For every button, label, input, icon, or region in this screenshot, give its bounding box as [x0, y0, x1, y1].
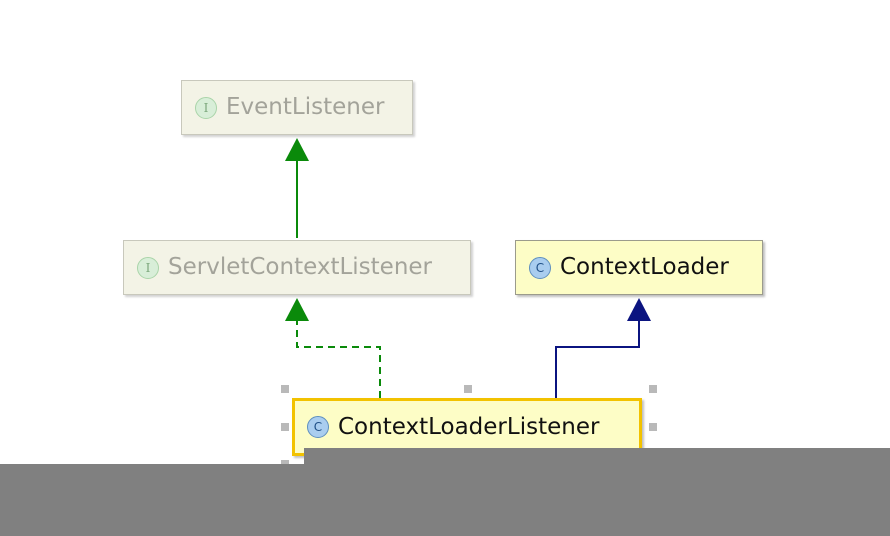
arrowhead-event-listener — [285, 138, 309, 161]
node-label: ContextLoader — [560, 254, 729, 280]
node-label: ServletContextListener — [168, 254, 433, 280]
arrowhead-context-loader — [627, 298, 651, 321]
class-icon: C — [307, 416, 329, 438]
node-context-loader-listener[interactable]: C ContextLoaderListener — [292, 398, 642, 456]
node-label: ContextLoaderListener — [338, 413, 600, 440]
node-label: EventListener — [226, 94, 385, 120]
edge-context-loader-listener-to-context-loader — [555, 321, 640, 398]
interface-icon: I — [195, 96, 217, 119]
edge-context-loader-listener-to-servlet — [296, 321, 381, 398]
selection-handle-top-right[interactable] — [649, 385, 657, 393]
overlay-panel-bottom — [0, 464, 890, 536]
selection-handle-top-left[interactable] — [281, 385, 289, 393]
node-context-loader[interactable]: C ContextLoader — [515, 240, 763, 295]
node-event-listener[interactable]: I EventListener — [181, 80, 413, 135]
class-icon: C — [529, 256, 551, 279]
arrowhead-servlet-context-listener — [285, 298, 309, 321]
selection-handle-top-center[interactable] — [464, 385, 472, 393]
interface-icon: I — [137, 256, 159, 279]
selection-handle-middle-left[interactable] — [281, 423, 289, 431]
selection-handle-middle-right[interactable] — [649, 423, 657, 431]
node-servlet-context-listener[interactable]: I ServletContextListener — [123, 240, 471, 295]
